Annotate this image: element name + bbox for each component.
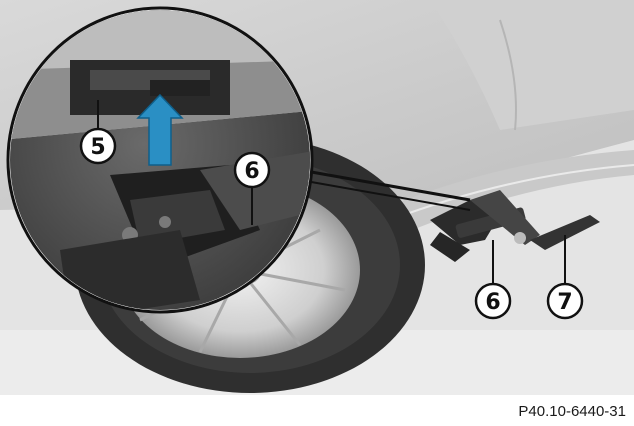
svg-text:5: 5 bbox=[90, 135, 105, 160]
svg-text:6: 6 bbox=[485, 290, 500, 315]
leader-lines bbox=[97, 100, 566, 283]
svg-text:6: 6 bbox=[244, 159, 259, 184]
svg-text:7: 7 bbox=[557, 290, 572, 315]
callout-6-detail: 6 bbox=[233, 151, 271, 189]
callout-6: 6 bbox=[474, 282, 512, 320]
up-arrow-icon bbox=[136, 93, 184, 166]
figure-code: P40.10-6440-31 bbox=[518, 403, 626, 420]
connector-lines bbox=[299, 168, 471, 211]
callout-5: 5 bbox=[79, 127, 117, 165]
jack bbox=[430, 190, 600, 262]
callout-7: 7 bbox=[546, 282, 584, 320]
